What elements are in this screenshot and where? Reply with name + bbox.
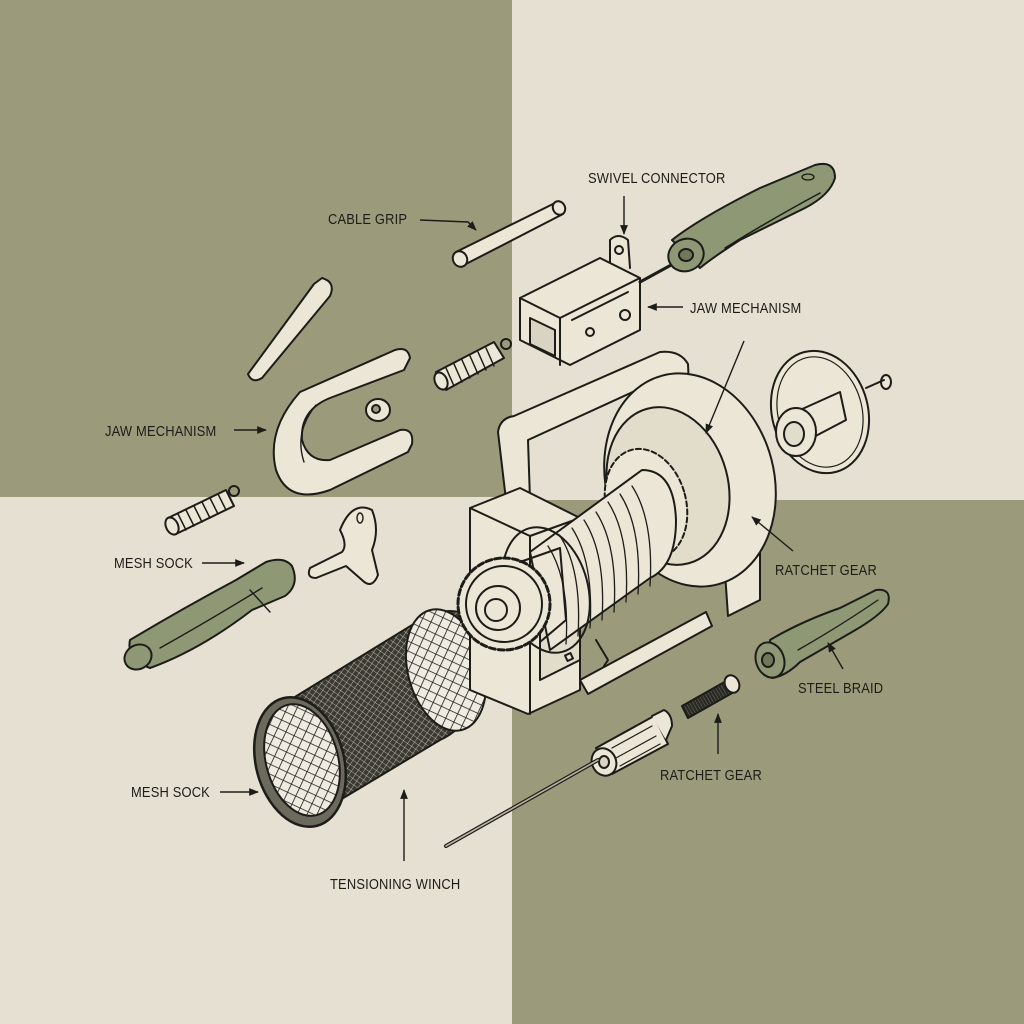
label-ratchet-gear-right: RATCHET GEAR: [775, 562, 877, 579]
knurled-sleeve: [590, 709, 673, 777]
arrow-steel-braid: [827, 642, 844, 670]
swivel-connector-bracket: [519, 235, 641, 366]
leader-lines: [202, 196, 844, 861]
threaded-bolt: [681, 674, 741, 719]
spring-left: [164, 485, 240, 536]
wing-nut: [307, 506, 379, 585]
winch-spool: [501, 469, 677, 654]
arrow-cable-grip: [419, 219, 477, 231]
arrow-ratchet-gear-right: [751, 516, 794, 552]
background-quadrant-top-right: [512, 0, 1024, 500]
steel-braid-handle: [754, 588, 890, 679]
screwdriver-handle-upper: [638, 162, 836, 284]
label-mesh-sock-upper: MESH SOCK: [114, 555, 193, 572]
drive-gear: [456, 547, 567, 652]
label-jaw-mechanism-left: JAW MECHANISM: [105, 423, 217, 440]
flat-bar: [247, 277, 333, 382]
cable-grip-pin: [451, 200, 567, 268]
label-swivel-connector: SWIVEL CONNECTOR: [588, 170, 726, 187]
background-quadrant-top-left: [0, 0, 512, 497]
label-jaw-mechanism-right: JAW MECHANISM: [690, 300, 802, 317]
spring-upper: [433, 338, 512, 391]
flanged-disc: [769, 349, 892, 475]
washer: [365, 398, 391, 422]
grip-handle-left: [123, 558, 296, 671]
label-steel-braid: STEEL BRAID: [798, 680, 884, 697]
steel-cable: [444, 758, 600, 848]
label-tensioning-winch: TENSIONING WINCH: [330, 876, 461, 893]
label-mesh-sock-lower: MESH SOCK: [131, 784, 210, 801]
label-ratchet-gear-lower: RATCHET GEAR: [660, 767, 762, 784]
mesh-sock-cylinder: [252, 608, 488, 829]
arrow-jaw-mechanism-to-ring: [705, 340, 745, 434]
jaw-hook: [272, 348, 414, 496]
label-cable-grip: CABLE GRIP: [328, 211, 408, 228]
